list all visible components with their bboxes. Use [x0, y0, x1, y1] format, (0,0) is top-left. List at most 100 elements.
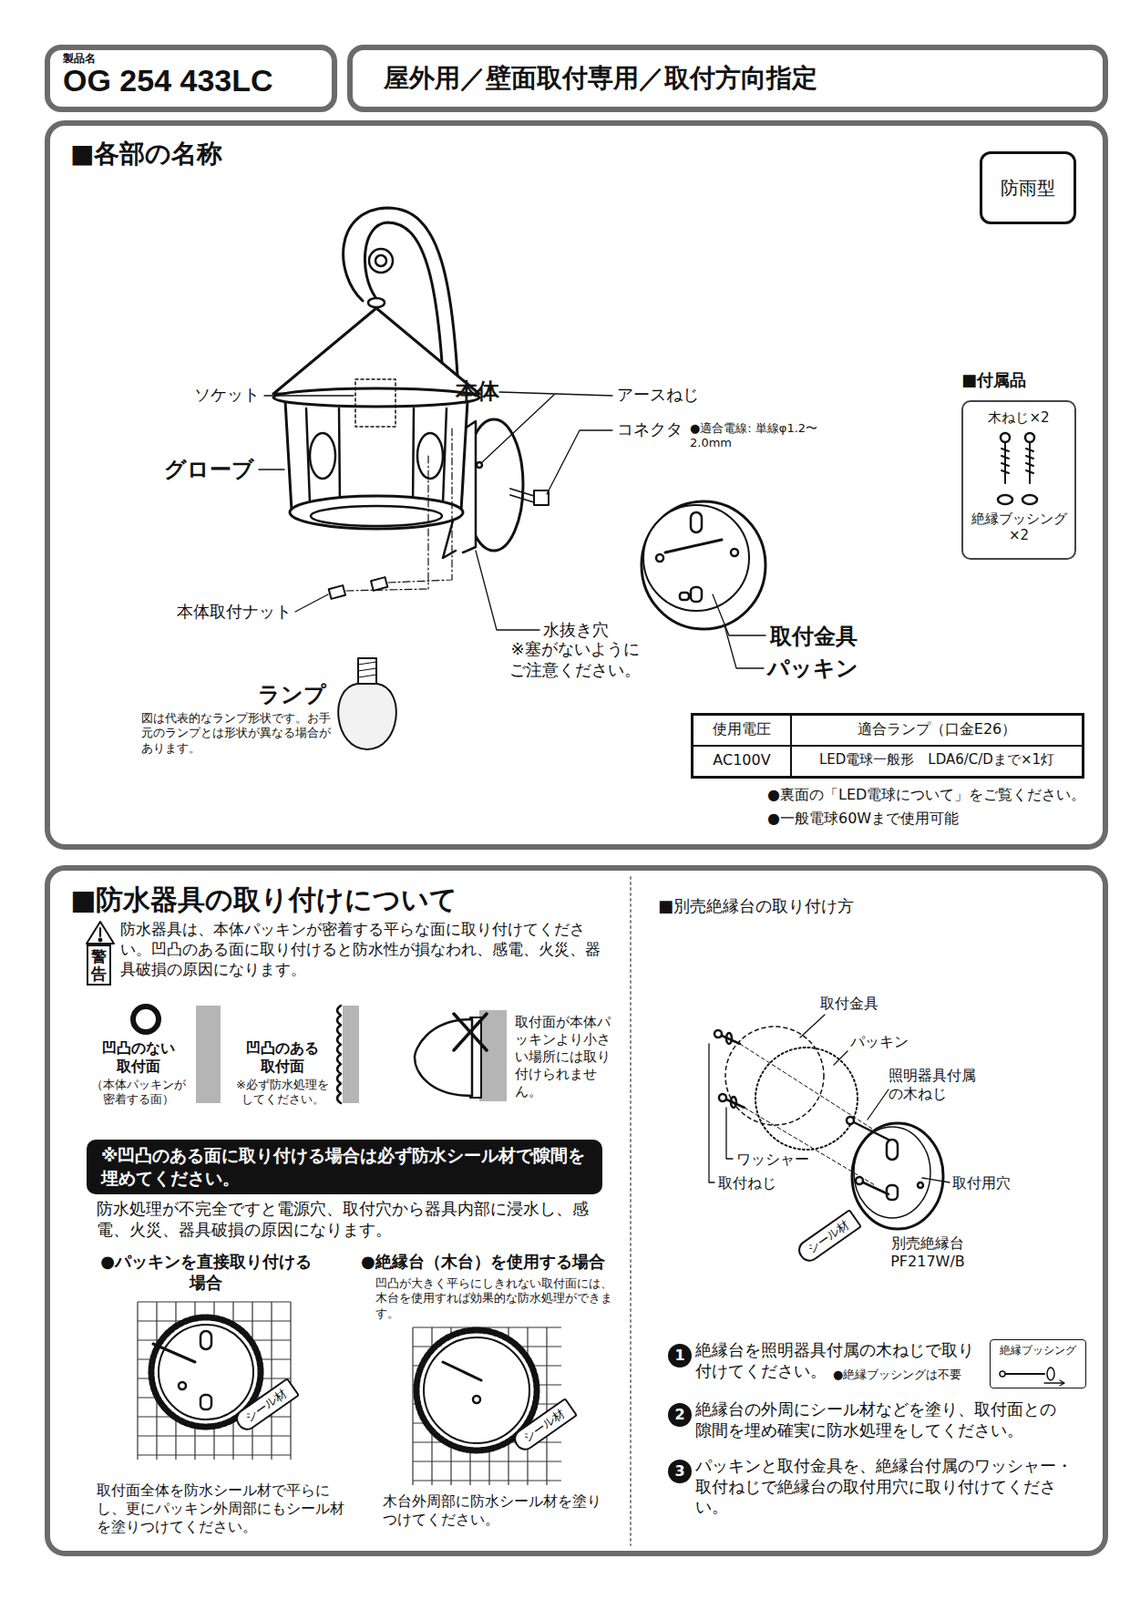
part-label: ランプ [257, 680, 327, 709]
illustration-circle [423, 1336, 530, 1443]
spec-table: 使用電圧適合ランプ（口金E26）AC100VLED電球一般形 LDA6/C/Dま… [690, 712, 1085, 779]
illustration-ellipse [726, 1032, 732, 1044]
art-group [137, 1301, 562, 1485]
illustration-path [712, 594, 766, 636]
illustration-ellipse [289, 495, 463, 529]
illustration-circle [725, 1026, 824, 1125]
illustration-rect [886, 1184, 898, 1200]
illustration-line [665, 539, 722, 553]
rainproof-badge: 防雨型 [979, 151, 1077, 225]
spec-note: ●適合電線: 単線φ1.2〜2.0mm [689, 421, 822, 452]
illustration-line [412, 408, 414, 506]
note-text: ●一般電球60Wまで使用可能 [767, 809, 959, 828]
illustration-rect [200, 1394, 212, 1409]
illustration-path [724, 625, 764, 668]
illustration-path [922, 1177, 950, 1182]
section-panel: ■各部の名称防雨型■付属品木ねじ×2絶縁ブッシング ×2使用電圧適合ランプ（口金… [44, 120, 1109, 850]
illustration-path [295, 594, 329, 612]
part-label: 本体 [455, 377, 500, 405]
method-heading: ●パッキンを直接取り付ける場合 [96, 1251, 316, 1293]
accessory-box: ■付属品木ねじ×2絶縁ブッシング ×2 [961, 400, 1077, 560]
illustration-rect [886, 1139, 898, 1160]
surface-label: 凹凸のない取付面 [99, 1038, 178, 1076]
illustration-circle [714, 1029, 722, 1038]
illustration-circle [730, 548, 739, 556]
illustration-circle [369, 248, 393, 273]
part-label: 取付ねじ [718, 1173, 777, 1192]
illustration-rect [342, 1005, 360, 1103]
illustration-line [99, 927, 102, 936]
illustration-ellipse [853, 1126, 931, 1218]
wall-grid [137, 1300, 291, 1302]
part-label: 水抜き穴 [543, 619, 609, 641]
wall-grid [412, 1479, 562, 1480]
illustration-ellipse [273, 388, 480, 407]
illustration-path [414, 1018, 473, 1096]
illustration-rect [195, 1005, 221, 1103]
illustration-rect [479, 1009, 507, 1101]
illustration-circle [472, 1395, 481, 1403]
illustration-circle [158, 1324, 254, 1419]
wall-grid [137, 1453, 291, 1455]
illustration-ellipse [641, 501, 766, 629]
illustration-path [1026, 441, 1034, 483]
illustration-ellipse [368, 297, 385, 308]
illustration-circle [999, 1370, 1006, 1377]
tube-label: シール材 [510, 1397, 579, 1454]
illustration-path [852, 1120, 889, 1140]
illustration-circle [855, 1176, 863, 1184]
wall-grid [137, 1434, 291, 1436]
illustration-path [481, 391, 613, 463]
product-name-box: 製品名OG 254 433LC [44, 44, 338, 113]
method-heading: ●絶縁台（木台）を使用する場合 [360, 1251, 621, 1273]
step-number: 1 [667, 1343, 692, 1367]
illustration-circle [178, 1381, 186, 1389]
illustration-path [153, 1343, 196, 1362]
illustration-path [867, 1088, 889, 1120]
illustration-path [337, 1005, 341, 1103]
illustration-circle [719, 1093, 727, 1101]
illustration-circle [917, 1181, 924, 1188]
part-label: 取付用穴 [952, 1173, 1011, 1192]
note-text: （本体パッキンが密着する面） [88, 1077, 189, 1108]
box-heading: ■付属品 [961, 369, 1027, 391]
illustration-ellipse [310, 505, 442, 526]
part-label: パッキン [850, 1032, 909, 1051]
illustration-path [726, 1107, 733, 1159]
tube-label: シール材 [794, 1208, 863, 1265]
illustration-path [1004, 1372, 1045, 1375]
illustration-circle [643, 504, 750, 611]
illustration-path [264, 394, 354, 396]
wall-grid [412, 1459, 562, 1461]
illustration-path [475, 550, 540, 630]
illustration-line [629, 876, 632, 1545]
note-text: 取付面が本体パッキンより小さい場所には取り付けられません。 [514, 1013, 616, 1100]
box-heading: 屋外用／壁面取付専用／取付方向指定 [383, 61, 818, 96]
part-label: ソケット [194, 384, 260, 406]
illustration-line [339, 408, 340, 506]
illustration-ellipse [852, 1122, 944, 1229]
part-label: グローブ [164, 455, 255, 483]
box-text: 絶縁ブッシング ×2 [966, 510, 1071, 544]
note-text: ●裏面の「LED電球について」をご覧ください。 [767, 785, 1086, 804]
part-label: 本体取付ナット [176, 601, 292, 623]
caution-banner: ※凹凸のある面に取り付ける場合は必ず防水シール材で隙間を埋めてください。 [86, 1139, 603, 1194]
box-text: OG 254 433LC [62, 64, 319, 98]
part-label: 取付金具 [820, 994, 879, 1013]
box-heading: ※凹凸のある面に取り付ける場合は必ず防水シール材で隙間を埋めてください。 [101, 1143, 588, 1189]
surface-label: 凹凸のある取付面 [243, 1038, 322, 1076]
illustration-path [510, 488, 535, 503]
note-text: 凹凸が大きく平らにしきれない取付面には、木台を使用すれば効果的な防水処理ができま… [375, 1275, 615, 1321]
step-text: パッキンと取付金具を、絶縁台付属のワッシャー・取付ねじで絶縁台の取付用穴に取り付… [695, 1455, 1080, 1518]
illustration-circle [133, 1006, 159, 1032]
note-text: ※必ず防水処理をしてください。 [233, 1077, 332, 1108]
illustration-ellipse [1022, 494, 1038, 504]
illustration-path [546, 430, 613, 494]
illustration-path [833, 1050, 848, 1065]
illustration-rect [690, 586, 702, 602]
art-group [86, 207, 1065, 1545]
box-text: 防水器具は、本体パッキンが密着する平らな面に取り付けてください。凹凸のある面に取… [120, 918, 611, 979]
caution-note: ※塞がないようにご注意ください。 [506, 638, 644, 680]
illustration-circle [846, 1116, 854, 1124]
